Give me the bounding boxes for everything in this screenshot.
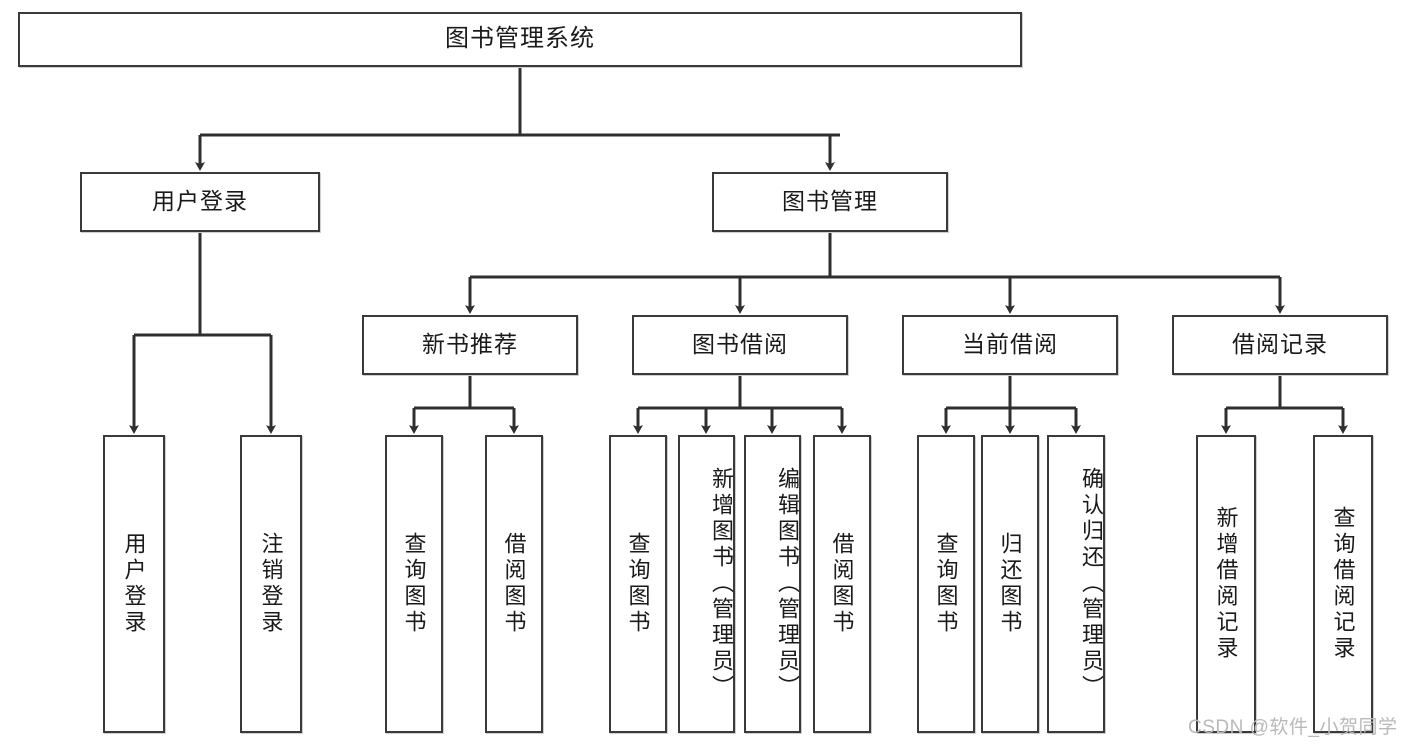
node-new-book-recommend[interactable]: 新书推荐 (362, 315, 578, 375)
leaf-return-books[interactable]: 归还图书 (981, 435, 1039, 733)
node-user-login[interactable]: 用户登录 (80, 172, 320, 232)
leaf-borrow-books-recommend[interactable]: 借阅图书 (485, 435, 543, 733)
leaf-user-login[interactable]: 用户登录 (103, 435, 165, 733)
leaf-confirm-return-admin[interactable]: 确认归还（管理员） (1047, 435, 1105, 733)
leaf-user-logout[interactable]: 注销登录 (240, 435, 302, 733)
leaf-add-borrow-record[interactable]: 新增借阅记录 (1196, 435, 1256, 733)
leaf-query-books-recommend[interactable]: 查询图书 (385, 435, 443, 733)
node-current-borrow[interactable]: 当前借阅 (902, 315, 1118, 375)
node-book-management[interactable]: 图书管理 (712, 172, 948, 232)
node-book-borrow[interactable]: 图书借阅 (632, 315, 848, 375)
node-borrow-records[interactable]: 借阅记录 (1172, 315, 1388, 375)
node-root-system[interactable]: 图书管理系统 (18, 12, 1022, 67)
leaf-borrow-books[interactable]: 借阅图书 (813, 435, 871, 733)
csdn-watermark: CSDN @软件_小贺同学 (1188, 717, 1398, 738)
leaf-add-book-admin[interactable]: 新增图书（管理员） (678, 435, 735, 733)
leaf-query-books-current[interactable]: 查询图书 (917, 435, 975, 733)
leaf-query-borrow-record[interactable]: 查询借阅记录 (1313, 435, 1373, 733)
leaf-edit-book-admin[interactable]: 编辑图书（管理员） (744, 435, 801, 733)
leaf-query-books-borrow[interactable]: 查询图书 (609, 435, 667, 733)
